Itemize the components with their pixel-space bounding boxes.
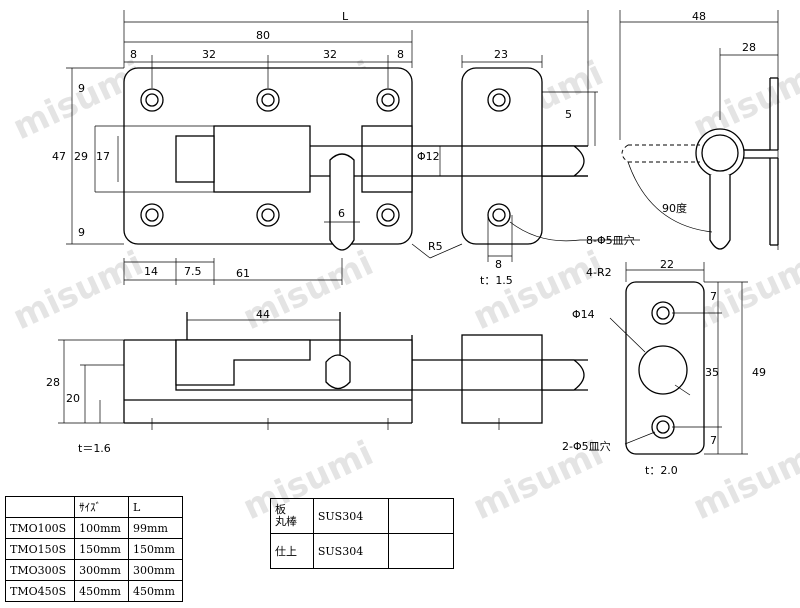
- dim-28b: 28: [46, 376, 60, 389]
- dim-7b: 7: [710, 434, 717, 447]
- watermark: misumi: [237, 243, 380, 338]
- size-table-cell: TMO300S: [4, 559, 76, 581]
- size-table-header: [4, 496, 76, 518]
- size-table-cell: 99mm: [128, 517, 183, 539]
- dim-29: 29: [74, 150, 88, 163]
- material-label: 板 丸棒: [270, 498, 314, 534]
- dim-22: 22: [660, 258, 674, 271]
- dim-47: 47: [52, 150, 66, 163]
- dim-32b: 32: [323, 48, 337, 61]
- angle-90: 90度: [662, 201, 687, 215]
- dim-35: 35: [705, 366, 719, 379]
- size-table-cell: 150mm: [74, 538, 130, 560]
- watermark: misumi: [7, 243, 150, 338]
- left-guide: [175, 135, 215, 183]
- material-table: 板 丸棒 SUS304 仕上 SUS304: [270, 498, 454, 569]
- dim-17: 17: [96, 150, 110, 163]
- dim-l: L: [342, 10, 349, 23]
- keeper-detail: [609, 262, 748, 455]
- holes-8: 8-Φ5皿穴: [586, 233, 635, 247]
- dim-75: 7.5: [184, 265, 202, 278]
- dim-23: 23: [494, 48, 508, 61]
- bottom-handle: [325, 354, 351, 390]
- bottom-view: [58, 312, 588, 430]
- dim-5: 5: [565, 108, 572, 121]
- side-handle: [709, 175, 731, 250]
- bolt-end: [541, 145, 585, 177]
- thickness-16: t＝1.6: [78, 442, 111, 455]
- size-table-cell: 450mm: [128, 580, 183, 602]
- size-table-cell: 450mm: [74, 580, 130, 602]
- bolt-section: [695, 128, 745, 178]
- size-table-cell: 100mm: [74, 517, 130, 539]
- thickness-15: t：1.5: [480, 274, 513, 287]
- material-value: SUS304: [312, 498, 390, 534]
- size-table-cell: TMO450S: [4, 580, 76, 602]
- dim-8a: 8: [130, 48, 137, 61]
- bolt-housing: [213, 125, 311, 193]
- size-table: ｻｲｽﾞ L TMO100S 100mm 99mm TMO150S 150mm …: [4, 496, 183, 602]
- size-table-cell: 150mm: [128, 538, 183, 560]
- finish-label: 仕上: [270, 533, 314, 569]
- material-blank: [388, 498, 454, 534]
- dim-48: 48: [692, 10, 706, 23]
- dim-61: 61: [236, 267, 250, 280]
- thickness-20: t：2.0: [645, 464, 678, 477]
- watermark: misumi: [687, 53, 800, 148]
- size-table-cell: TMO150S: [4, 538, 76, 560]
- dim-8b: 8: [397, 48, 404, 61]
- radius-r2: 4-R2: [586, 266, 612, 279]
- holes-2: 2-Φ5皿穴: [562, 439, 611, 453]
- size-table-cell: TMO100S: [4, 517, 76, 539]
- dim-6: 6: [338, 207, 345, 220]
- dim-49: 49: [752, 366, 766, 379]
- size-table-header: L: [128, 496, 183, 518]
- dim-28a: 28: [742, 41, 756, 54]
- size-table-header: ｻｲｽﾞ: [74, 496, 130, 518]
- dimension-labels: L 80 8 32 32 8 23 48 28 5 47 29 17 9 9 Φ…: [46, 10, 766, 477]
- side-view: [619, 10, 779, 250]
- dim-20: 20: [66, 392, 80, 405]
- dim-8c: 8: [495, 258, 502, 271]
- dim-32a: 32: [202, 48, 216, 61]
- bolt-hole: [638, 345, 688, 395]
- size-table-cell: 300mm: [74, 559, 130, 581]
- dim-9a: 9: [78, 82, 85, 95]
- dim-9b: 9: [78, 226, 85, 239]
- dim-7a: 7: [710, 290, 717, 303]
- mount-holes: [140, 88, 511, 227]
- dim-r5: R5: [428, 240, 443, 253]
- bottom-keeper: [461, 334, 543, 424]
- size-table-cell: 300mm: [128, 559, 183, 581]
- right-guide: [361, 125, 413, 193]
- bolt-handle: [329, 153, 355, 251]
- dim-phi12: Φ12: [417, 150, 440, 163]
- finish-blank: [388, 533, 454, 569]
- finish-value: SUS304: [312, 533, 390, 569]
- dim-phi14: Φ14: [572, 308, 595, 321]
- front-view: [66, 10, 640, 285]
- dim-44: 44: [256, 308, 270, 321]
- dim-14: 14: [144, 265, 158, 278]
- dim-80: 80: [256, 29, 270, 42]
